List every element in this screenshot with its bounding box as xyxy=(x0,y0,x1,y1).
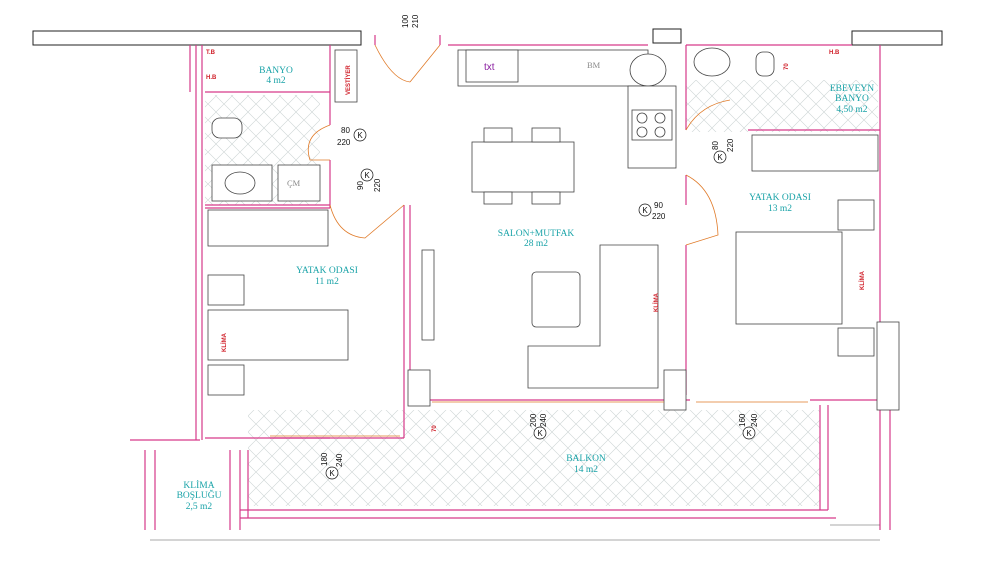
yatak1-door-w: 90 xyxy=(356,181,365,190)
balkon-area: 14 m2 xyxy=(574,465,598,475)
column-top xyxy=(652,28,682,44)
bed-1 xyxy=(207,309,349,361)
balkon-right-k: K xyxy=(746,429,752,438)
txt-box xyxy=(465,49,519,83)
balkon-right-h: 240 xyxy=(750,413,759,427)
burner-1 xyxy=(636,112,648,124)
banyo-name: BANYO xyxy=(259,66,293,76)
burner-3 xyxy=(636,126,648,138)
yatak2-door-h: 220 xyxy=(652,212,666,221)
toilet-banyo xyxy=(211,117,243,139)
door-balkon-right-dims: 160 240 K xyxy=(738,413,759,440)
sink xyxy=(629,53,667,87)
top-wall-left xyxy=(32,30,362,46)
balkon-mid-k: K xyxy=(537,429,543,438)
seventy-tag-2: 70 xyxy=(432,425,438,432)
chair-1 xyxy=(483,127,513,143)
door-banyo-dims: 80 220 K xyxy=(337,126,367,147)
vestiyer-tag: VESTİYER xyxy=(345,65,352,95)
ebeveyn-tiles xyxy=(686,80,878,132)
klima-tag-2: KLİMA xyxy=(653,292,660,312)
ebeveyn-area: 4,50 m2 xyxy=(836,105,867,115)
klima-tag-3: KLİMA xyxy=(859,270,866,290)
door-balkon-left-dims: 180 240 K xyxy=(320,452,344,480)
nightstand-2b xyxy=(837,327,875,357)
door-yatak2-dims: K 90 220 xyxy=(638,201,666,221)
balkon-left-h: 240 xyxy=(335,453,344,467)
column-left xyxy=(407,369,431,407)
hb-tag-left: H.B xyxy=(206,75,217,81)
yatak1-door-k: K xyxy=(364,171,370,180)
balkon-right-w: 160 xyxy=(738,413,747,427)
column-right xyxy=(876,321,900,411)
corner-sofa xyxy=(527,244,659,389)
txt-tag: txt xyxy=(484,62,495,73)
nightstand-1b xyxy=(207,364,245,396)
entry-height: 210 xyxy=(411,14,420,28)
cm-tag: ÇM xyxy=(287,178,301,188)
chair-3 xyxy=(483,191,513,205)
coffee-table xyxy=(531,271,581,328)
tv-unit xyxy=(421,249,435,341)
door-ebeveyn-dims: 80 220 K xyxy=(711,138,735,164)
top-wall-right xyxy=(851,30,943,46)
yatak1-door-h: 220 xyxy=(373,178,382,192)
chair-2 xyxy=(531,127,561,143)
nightstand-2a xyxy=(837,199,875,231)
bm-tag: BM xyxy=(587,60,601,70)
banyo-door-w: 80 xyxy=(341,126,350,135)
walls xyxy=(130,35,891,541)
yatak2-area: 13 m2 xyxy=(768,204,792,214)
ebeveyn-name: EBEVEYN xyxy=(830,84,874,94)
yatak2-door-w: 90 xyxy=(654,201,663,210)
burner-4 xyxy=(654,126,666,138)
hb-tag-right: H.B xyxy=(829,50,840,56)
banyo-door-k: K xyxy=(357,131,363,140)
entry-width: 100 xyxy=(401,14,410,28)
salon-name: SALON+MUTFAK xyxy=(498,229,575,239)
toilet-ebeveyn xyxy=(755,51,775,77)
balkon-mid-w: 200 xyxy=(529,413,538,427)
dining-table xyxy=(471,141,575,193)
balkon-left-w: 180 xyxy=(320,452,329,466)
yatak1-name: YATAK ODASI xyxy=(296,266,358,276)
klima-tag-1: KLİMA xyxy=(221,332,228,352)
banyo-door-h: 220 xyxy=(337,138,351,147)
yatak2-door-k: K xyxy=(642,206,648,215)
yatak2-name: YATAK ODASI xyxy=(749,193,811,203)
nightstand-1a xyxy=(207,274,245,306)
chair-4 xyxy=(531,191,561,205)
ebeveyn-door-k: K xyxy=(717,153,723,162)
klima-boslugu-area: 2,5 m2 xyxy=(186,502,213,512)
door-yatak1-dims: 90 220 K xyxy=(356,168,382,192)
column-mid xyxy=(663,369,687,411)
ebeveyn-name2: BANYO xyxy=(835,94,869,104)
ebeveyn-door-h: 220 xyxy=(726,138,735,152)
burner-2 xyxy=(654,112,666,124)
cm-box xyxy=(277,164,321,202)
salon-area: 28 m2 xyxy=(524,239,548,249)
door-balkon-mid-dims: 200 240 K xyxy=(529,413,548,440)
ebeveyn-door-w: 80 xyxy=(711,141,720,150)
vestiyer-box xyxy=(334,49,358,103)
door-swings xyxy=(270,44,808,437)
klima-boslugu-name2: BOŞLUĞU xyxy=(177,489,222,501)
yatak1-area: 11 m2 xyxy=(315,277,339,287)
basin-bowl xyxy=(224,171,256,195)
balkon-left-k: K xyxy=(329,469,335,478)
banyo-area: 4 m2 xyxy=(266,76,286,86)
wardrobe-1 xyxy=(207,209,329,247)
basin-ebeveyn xyxy=(693,47,731,77)
balkon-tiles xyxy=(248,410,820,506)
balkon-mid-h: 240 xyxy=(539,413,548,427)
door-entry-dims: 100 210 xyxy=(401,14,420,28)
balkon-name: BALKON xyxy=(566,454,606,464)
tb-tag: T.B xyxy=(206,50,216,56)
bed-2 xyxy=(735,231,843,325)
wardrobe-2 xyxy=(751,134,879,172)
seventy-tag-1: 70 xyxy=(784,63,790,70)
klima-boslugu-name: KLİMA xyxy=(183,479,214,491)
